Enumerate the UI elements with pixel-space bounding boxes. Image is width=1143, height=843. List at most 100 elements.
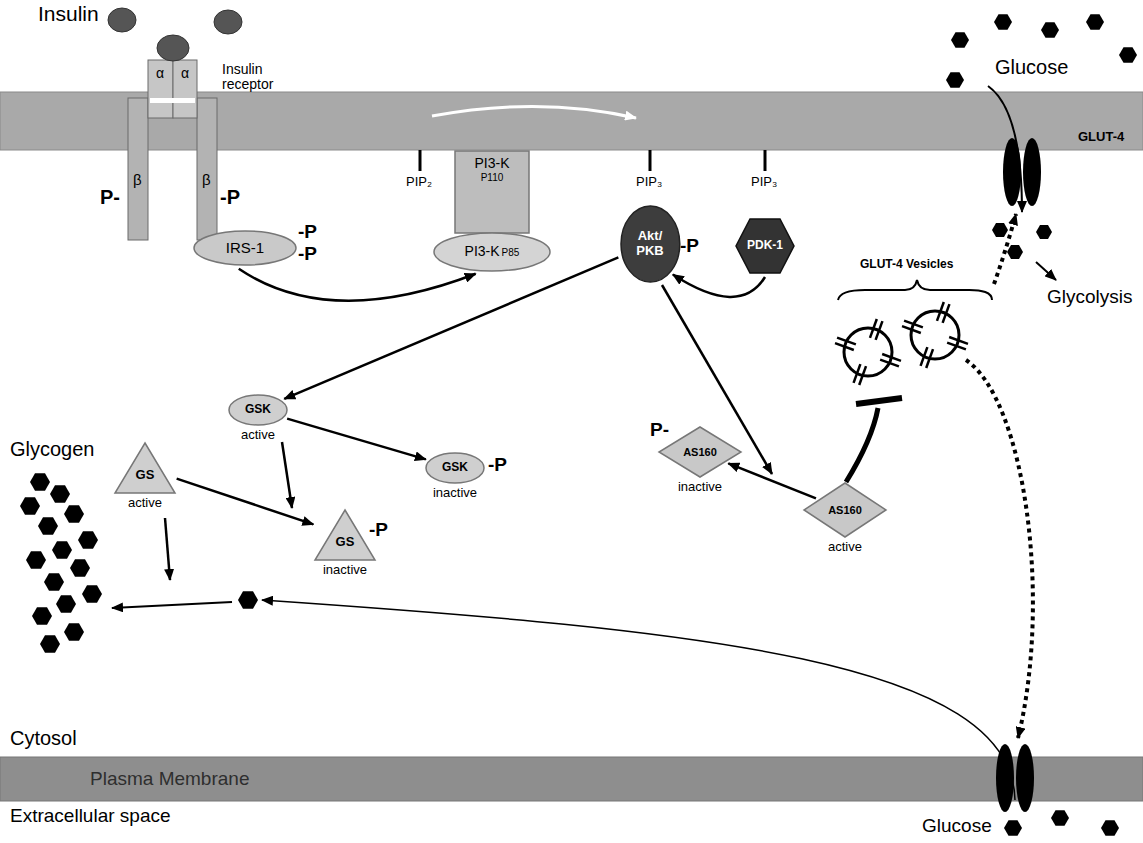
molecule-diamond xyxy=(659,427,741,477)
receptor-alpha-chain xyxy=(148,60,173,118)
glycogen-synthesis-arrow xyxy=(112,602,232,608)
signal-arrow xyxy=(177,479,314,525)
molecule-node: GSKinactive xyxy=(425,452,485,484)
molecule-node: PI3-KP85 xyxy=(433,232,551,272)
glucose-hexagon xyxy=(994,14,1012,30)
node-label: GS xyxy=(136,468,155,483)
glut4-transporter xyxy=(1023,138,1041,206)
node-label: Akt/ PKB xyxy=(630,229,670,258)
translocation-arrow xyxy=(966,360,1033,738)
glut4-transporter xyxy=(937,302,944,321)
glycogen-hexagon xyxy=(70,559,90,576)
molecule-node: Akt/ PKB xyxy=(620,205,681,283)
glycogen-hexagon xyxy=(40,635,60,652)
molecule-node: GSinactive xyxy=(314,509,376,561)
node-label: IRS-1 xyxy=(226,240,264,257)
node-text-group: GSK xyxy=(245,403,271,416)
glucose-hexagon xyxy=(1004,820,1022,836)
node-label: GSK xyxy=(442,461,468,474)
glut4-transporter xyxy=(926,349,933,368)
glycolysis-arrow xyxy=(1036,262,1056,280)
signal-arrow xyxy=(239,269,476,301)
node-label: GSK xyxy=(245,403,271,416)
group-bracket xyxy=(838,280,992,300)
node-text-group: Akt/ PKB xyxy=(630,229,670,258)
label-text: β xyxy=(202,172,211,189)
label-text: P- xyxy=(650,420,669,441)
glut4-vesicle xyxy=(844,328,892,376)
glut4-transporter xyxy=(882,354,901,361)
node-text-group: PDK-1 xyxy=(747,239,783,252)
glucose-hexagon xyxy=(1119,47,1137,63)
glucose-hexagon xyxy=(992,223,1008,237)
node-label: PDK-1 xyxy=(747,239,783,252)
insulin-molecule xyxy=(108,8,136,32)
node-label: Plasma Membrane xyxy=(90,768,249,789)
receptor-beta-chain xyxy=(128,98,148,240)
label-text: -P xyxy=(298,244,317,265)
signal-arrow xyxy=(282,442,292,508)
glut4-transporter xyxy=(902,326,921,333)
node-text-group: IRS-1 xyxy=(226,240,264,257)
glut4-transporter xyxy=(1016,744,1034,812)
molecule-hexagon xyxy=(736,219,794,273)
conversion-arrow xyxy=(432,106,636,118)
glucose-path xyxy=(262,600,1015,800)
label-text: PIP₃ xyxy=(751,175,777,189)
disulfide-bond xyxy=(150,98,195,103)
signal-arrow xyxy=(284,257,618,398)
molecule-node: AS160active xyxy=(803,482,887,538)
label-text: GLUT-4 Vesicles xyxy=(860,258,953,271)
molecule-node: GSKactive xyxy=(228,394,288,426)
membrane-band xyxy=(0,757,1143,801)
molecule-ellipse xyxy=(621,206,680,282)
label-text: -P xyxy=(680,236,699,257)
label-text: α xyxy=(156,66,164,81)
label-text: Glycogen xyxy=(10,438,95,460)
node-label: GS xyxy=(336,535,355,550)
receptor-beta-chain xyxy=(197,98,217,240)
label-text: -P xyxy=(298,222,317,243)
glucose-hexagon xyxy=(1041,22,1059,38)
glucose-uptake-arrow xyxy=(988,86,1022,212)
molecule-node: IRS-1 xyxy=(193,230,297,266)
lipid-tick xyxy=(419,150,422,171)
node-text-group: AS160 xyxy=(828,504,862,516)
glucose-hexagon xyxy=(1007,245,1023,259)
glycogen-hexagon xyxy=(78,531,98,548)
label-text: -P xyxy=(488,455,507,476)
glut4-transporter xyxy=(859,366,866,385)
inhibition-bar xyxy=(856,398,902,404)
membrane-band xyxy=(0,92,1143,150)
glycogen-hexagon xyxy=(56,595,76,612)
label-text: PIP₂ xyxy=(406,175,432,189)
membrane-band: Plasma Membrane xyxy=(0,757,1143,801)
label-text: α xyxy=(181,66,189,81)
label-text: Glucose xyxy=(922,816,992,837)
insulin-molecule xyxy=(214,10,242,34)
glut4-transporter xyxy=(947,343,966,350)
node-text-group: PI3-KP110 xyxy=(474,156,509,183)
node-label: active xyxy=(828,540,862,554)
glucose-hexagon xyxy=(946,72,964,88)
glycogen-hexagon xyxy=(20,497,40,514)
node-text-group: GSK xyxy=(442,461,468,474)
node-label: AS160 xyxy=(683,446,717,458)
glucose-hexagon xyxy=(1051,810,1069,826)
glut4-vesicle xyxy=(911,311,959,359)
translocation-arrow xyxy=(994,214,1016,284)
node-text-group: AS160 xyxy=(683,446,717,458)
glut4-transporter xyxy=(921,347,928,366)
glut4-transporter xyxy=(943,304,950,323)
label-text: -P xyxy=(369,520,388,541)
signal-arrow xyxy=(728,463,816,498)
glut4-transporter xyxy=(949,337,968,344)
molecule-node: AS160inactive xyxy=(658,426,742,478)
molecule-triangle xyxy=(115,443,175,493)
receptor-alpha-chain xyxy=(173,60,197,118)
node-label: PI3-K xyxy=(465,244,500,260)
glut4-transporter xyxy=(904,321,923,328)
molecule-ellipse xyxy=(426,453,484,483)
node-label: PI3-K xyxy=(474,156,509,172)
